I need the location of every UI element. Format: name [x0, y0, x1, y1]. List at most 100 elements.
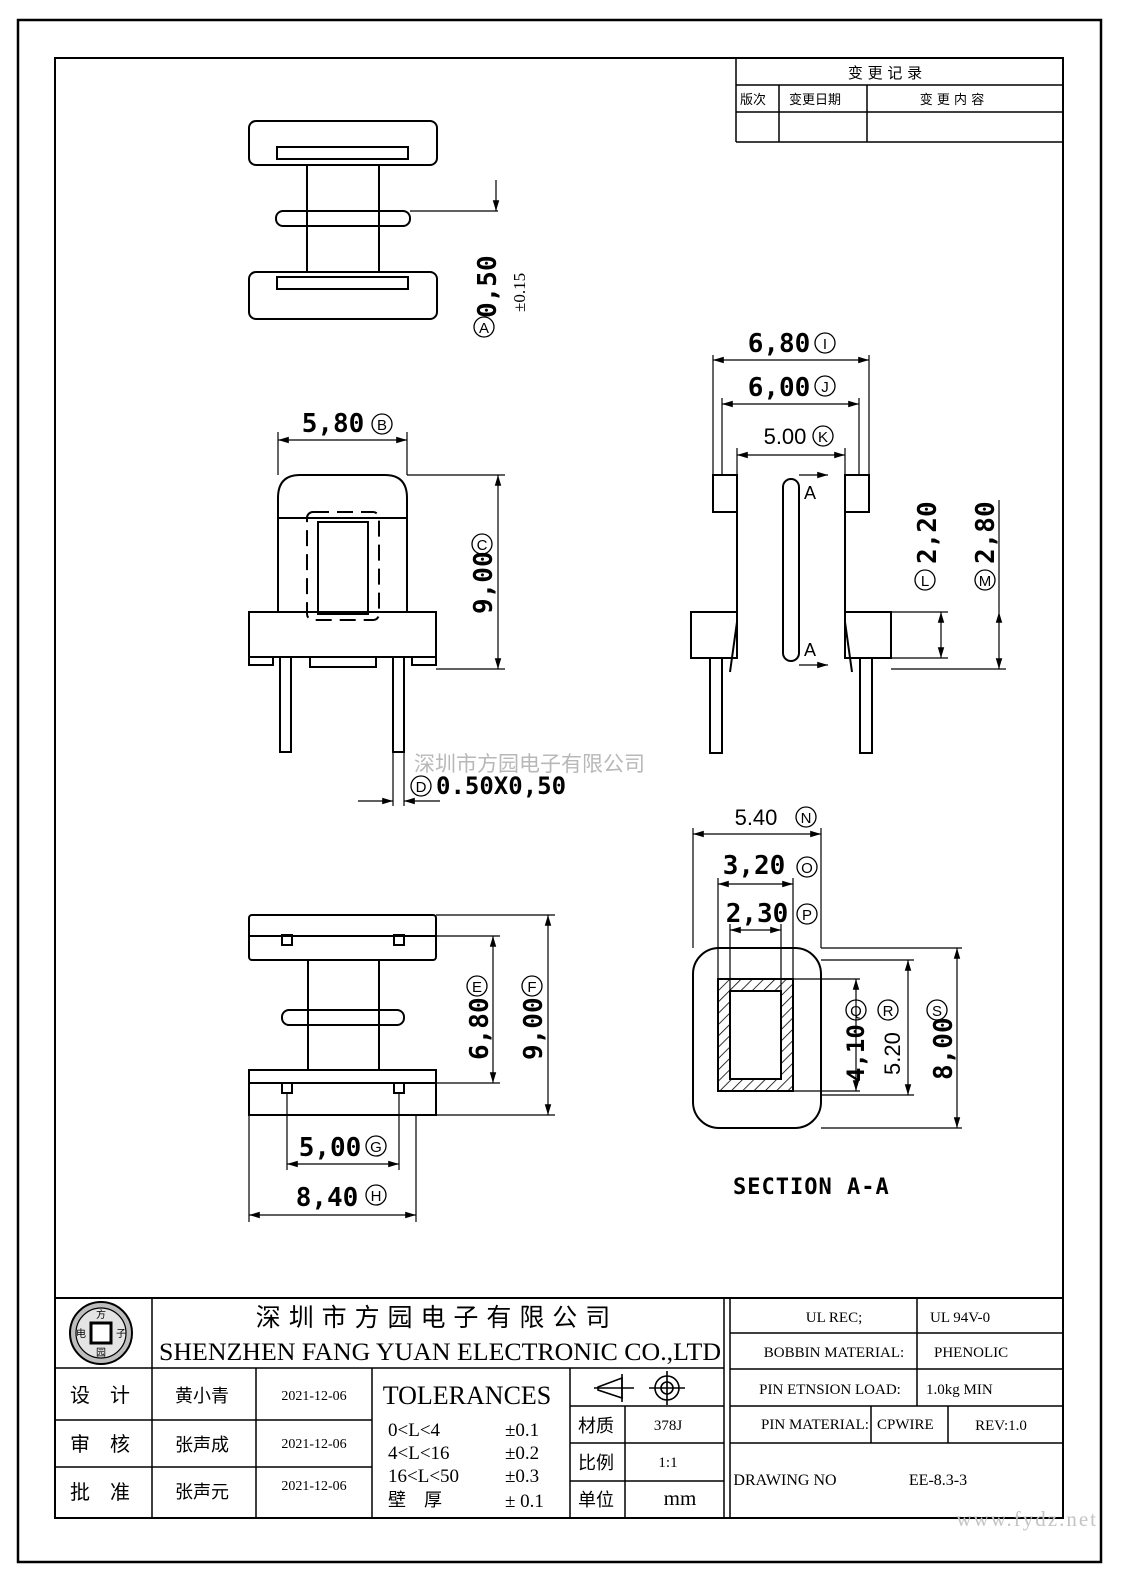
change-col-version: 版次: [740, 92, 766, 108]
change-record-title: 变 更 记 录: [848, 64, 922, 82]
inner-border: [54, 57, 1064, 1519]
drawing-no-value: EE-8.3-3: [909, 1472, 967, 1489]
view-top: [248, 120, 500, 320]
section-label: SECTION A-A: [733, 1175, 890, 1200]
section-marker-top: A: [804, 483, 816, 503]
svg-text:Q: Q: [850, 1003, 862, 1020]
dim-o-value: 3,20: [723, 851, 786, 881]
ul-rec-value: UL 94V-0: [930, 1310, 990, 1326]
dim-q: [793, 978, 860, 1092]
dim-k-value: 5.00: [764, 424, 807, 449]
dim-p-label: P: [796, 903, 818, 925]
footer-watermark: www.fydz.net: [956, 1507, 1098, 1531]
svg-text:电: 电: [76, 1327, 86, 1340]
dim-i: [712, 355, 870, 475]
dim-l-value: 2,20: [913, 501, 943, 564]
dim-b-value: 5,80: [302, 409, 365, 439]
signoff-role-design: 设 计: [70, 1383, 130, 1407]
company-name-cn: 深 圳 市 方 园 电 子 有 限 公 司: [256, 1303, 610, 1332]
change-record-table: [735, 58, 1063, 143]
svg-text:园: 园: [96, 1347, 106, 1359]
dim-a-tol: ±0.15: [510, 273, 529, 312]
dim-h: [248, 1115, 417, 1222]
signoff-role-approve: 批 准: [70, 1480, 130, 1504]
svg-text:B: B: [377, 417, 387, 434]
dim-m: [891, 500, 1006, 670]
dim-j-label: J: [814, 375, 836, 397]
dim-l: [891, 611, 948, 659]
dim-e-label: E: [466, 975, 488, 997]
signoff-role-review: 审 核: [70, 1432, 130, 1456]
dim-g-value: 5,00: [299, 1133, 362, 1163]
dim-h-value: 8,40: [296, 1183, 359, 1213]
svg-text:F: F: [527, 979, 536, 996]
dim-f-label: F: [521, 975, 543, 997]
dim-j: [721, 398, 860, 475]
dim-p-value: 2,30: [726, 899, 789, 929]
dim-a-label: A: [473, 316, 495, 338]
material-value: 378J: [654, 1418, 683, 1434]
svg-text:I: I: [823, 336, 827, 353]
tol-range-3: 16<L<50: [388, 1466, 459, 1487]
svg-text:N: N: [801, 810, 812, 827]
company-logo: 方 电 子 园: [69, 1301, 133, 1365]
svg-text:D: D: [416, 779, 427, 796]
pin-material-value: CPWIRE: [877, 1417, 934, 1433]
tol-value-3: ±0.3: [505, 1466, 539, 1487]
dim-s-value: 8,00: [929, 1017, 959, 1080]
change-col-date: 变更日期: [789, 92, 841, 108]
dim-q-label: Q: [845, 999, 867, 1021]
pin-load-value: 1.0kg MIN: [926, 1382, 993, 1398]
dim-g-label: G: [365, 1135, 387, 1157]
dim-e-value: 6,80: [465, 997, 495, 1060]
view-bottom: [248, 914, 437, 1116]
dim-d-label: D: [410, 775, 432, 797]
dim-k-label: K: [812, 425, 834, 447]
dim-e: [436, 935, 500, 1084]
title-block-lines: [55, 1297, 1063, 1518]
bobbin-material-value: PHENOLIC: [934, 1345, 1008, 1361]
unit-value: mm: [664, 1486, 697, 1510]
svg-text:O: O: [801, 860, 813, 877]
dim-q-value: 4,10: [842, 1024, 870, 1082]
dim-b: [277, 432, 408, 475]
scale-label: 比例: [578, 1453, 614, 1474]
signoff-name-review: 张声成: [175, 1435, 229, 1456]
dim-a-value: 0,50: [473, 255, 503, 318]
pin-load-label: PIN ETNSION LOAD:: [759, 1382, 901, 1398]
projection-symbol-icon: [594, 1371, 685, 1405]
svg-text:A: A: [479, 320, 489, 337]
tol-range-1: 0<L<4: [388, 1420, 441, 1441]
dim-f: [436, 914, 555, 1116]
dim-p: [729, 924, 782, 991]
tol-range-2: 4<L<16: [388, 1443, 450, 1464]
dim-j-value: 6,00: [748, 373, 811, 403]
tolerances-title: TOLERANCES: [383, 1381, 552, 1410]
view-side: [690, 471, 892, 754]
svg-text:E: E: [472, 979, 482, 996]
change-col-content: 变 更 内 容: [920, 92, 984, 108]
dim-s: [821, 947, 962, 1129]
signoff-date-design: 2021-12-06: [281, 1389, 346, 1404]
svg-text:C: C: [477, 537, 488, 554]
tol-value-4: ± 0.1: [505, 1491, 544, 1512]
pin-material-label: PIN MATERIAL:: [761, 1417, 869, 1433]
svg-text:K: K: [818, 429, 828, 446]
svg-text:方: 方: [96, 1308, 106, 1321]
dim-g: [286, 1093, 400, 1170]
dim-b-label: B: [371, 413, 393, 435]
signoff-date-review: 2021-12-06: [281, 1437, 346, 1452]
dim-n-value: 5.40: [735, 805, 778, 830]
svg-text:S: S: [932, 1003, 942, 1020]
dim-c: [407, 474, 505, 670]
svg-text:G: G: [370, 1139, 382, 1156]
svg-text:M: M: [979, 573, 992, 590]
drawing-no-label: DRAWING NO: [733, 1472, 836, 1489]
signoff-name-design: 黄小青: [175, 1386, 229, 1407]
unit-label: 单位: [578, 1490, 614, 1511]
outer-border: [16, 18, 1103, 1564]
svg-text:P: P: [802, 907, 812, 924]
dim-r-label: R: [877, 999, 899, 1021]
rev-value: REV:1.0: [975, 1418, 1027, 1434]
